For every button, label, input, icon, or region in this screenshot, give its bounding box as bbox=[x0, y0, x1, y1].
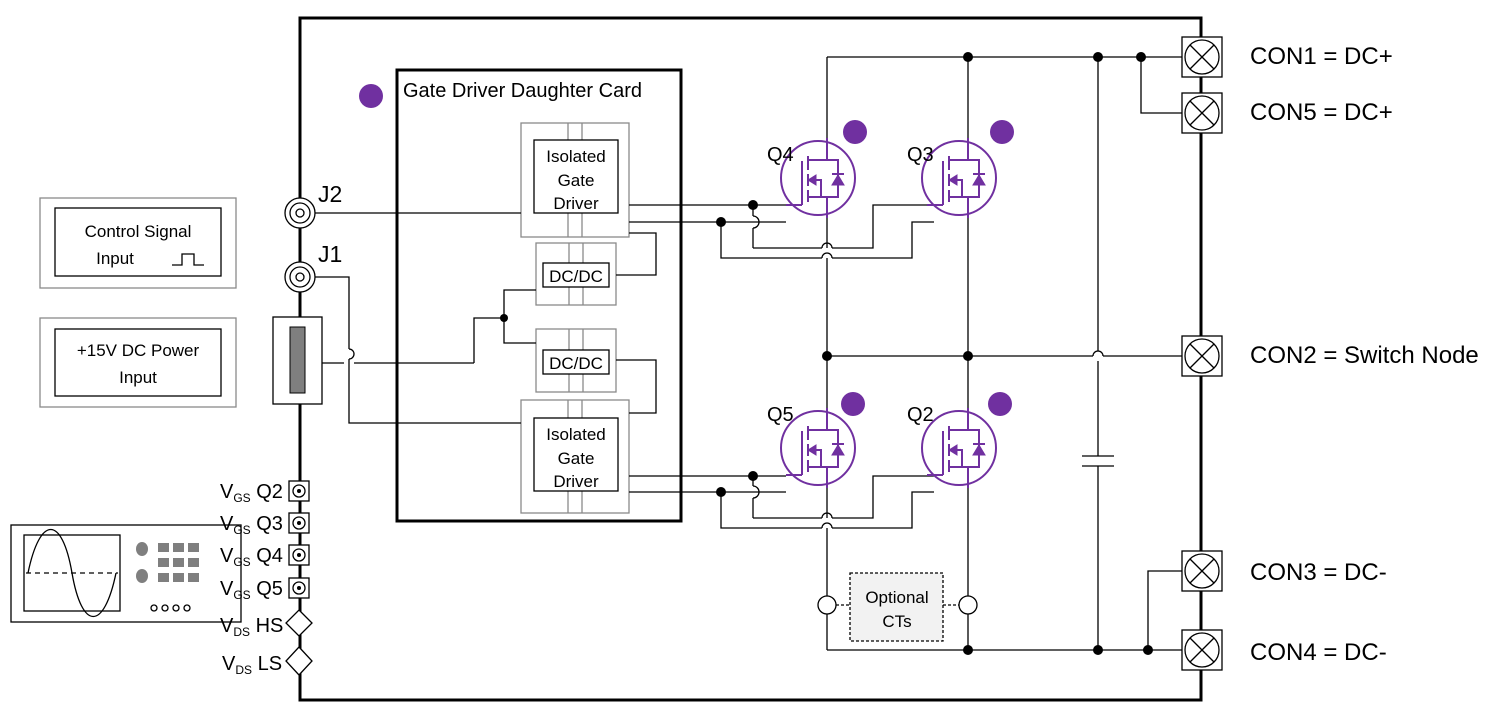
oscilloscope-icon bbox=[10, 524, 242, 623]
control-signal-line1: Control Signal bbox=[85, 222, 192, 241]
power-input-line1: +15V DC Power bbox=[77, 341, 200, 360]
marker-dot-q2 bbox=[988, 392, 1012, 416]
power-connector bbox=[272, 316, 323, 405]
connector-con5-label: CON5 = DC+ bbox=[1250, 99, 1393, 126]
daughter-card: Gate Driver Daughter Card Isolated Gate … bbox=[395, 68, 683, 523]
gate-driver-bottom-line1: Isolated bbox=[546, 425, 606, 444]
gate-driver-bottom: Isolated Gate Driver bbox=[520, 399, 630, 514]
mosfet-q5-label: Q5 bbox=[767, 404, 794, 426]
optional-cts-line1: Optional bbox=[865, 588, 928, 607]
main-board-outline bbox=[298, 16, 1203, 702]
control-signal-line2: Input bbox=[96, 249, 134, 268]
gate-driver-top-line3: Driver bbox=[553, 194, 599, 213]
connector-con2-label: CON2 = Switch Node bbox=[1250, 342, 1479, 369]
bnc-jack-j2: J2 bbox=[284, 181, 342, 229]
optional-cts-line2: CTs bbox=[882, 612, 911, 631]
jack-j1-label: J1 bbox=[318, 241, 342, 267]
test-point-vds-ls: VDS LS bbox=[222, 646, 313, 677]
jack-j2-label: J2 bbox=[318, 181, 342, 207]
svg-text:VGS Q2: VGS Q2 bbox=[220, 481, 283, 505]
gate-driver-bottom-line3: Driver bbox=[553, 472, 599, 491]
mosfet-q2-label: Q2 bbox=[907, 404, 934, 426]
mosfet-q4 bbox=[780, 138, 856, 218]
mosfet-q3-label: Q3 bbox=[907, 144, 934, 166]
test-point-vgs-q5: VGS Q5 bbox=[220, 577, 310, 602]
connector-con5: CON5 = DC+ bbox=[1181, 92, 1393, 134]
marker-dot-q4 bbox=[843, 120, 867, 144]
power-bus bbox=[822, 52, 1182, 655]
dcdc-top-label: DC/DC bbox=[549, 267, 603, 286]
mosfet-q4-label: Q4 bbox=[767, 144, 794, 166]
gate-driver-bottom-line2: Gate bbox=[558, 449, 595, 468]
input-wiring bbox=[315, 212, 521, 424]
connector-con1: CON1 = DC+ bbox=[1181, 36, 1393, 78]
connector-con3-label: CON3 = DC- bbox=[1250, 559, 1387, 586]
power-input-line2: Input bbox=[119, 368, 157, 387]
test-point-vgs-q3: VGS Q3 bbox=[220, 512, 310, 537]
svg-text:VGS Q5: VGS Q5 bbox=[220, 578, 283, 602]
connector-con4-label: CON4 = DC- bbox=[1250, 639, 1387, 666]
mosfet-q3 bbox=[921, 138, 997, 218]
dcdc-top: DC/DC bbox=[535, 242, 617, 306]
gate-driver-top-line1: Isolated bbox=[546, 147, 606, 166]
test-point-vgs-q2: VGS Q2 bbox=[220, 480, 310, 505]
card-wiring bbox=[500, 232, 657, 414]
gate-driver-top: Isolated Gate Driver bbox=[520, 122, 630, 238]
dcdc-bottom: DC/DC bbox=[535, 328, 617, 393]
marker-dot-q5 bbox=[841, 392, 865, 416]
svg-text:VDS LS: VDS LS bbox=[222, 653, 282, 677]
connector-con3: CON3 = DC- bbox=[1181, 550, 1387, 592]
connector-con1-label: CON1 = DC+ bbox=[1250, 43, 1393, 70]
dcdc-bottom-label: DC/DC bbox=[549, 354, 603, 373]
gate-wiring bbox=[629, 200, 934, 529]
optional-cts: Optional CTs bbox=[817, 572, 978, 642]
test-points: VGS Q2 VGS Q3 VGS Q4 VGS Q5 VDS HS VDS L… bbox=[220, 480, 313, 677]
gate-driver-top-line2: Gate bbox=[558, 171, 595, 190]
test-point-vds-hs: VDS HS bbox=[220, 609, 313, 639]
pulse-icon bbox=[172, 253, 204, 266]
connector-con2: CON2 = Switch Node bbox=[1181, 335, 1479, 377]
power-input-box: +15V DC Power Input bbox=[39, 317, 237, 408]
control-signal-input-box: Control Signal Input bbox=[39, 197, 237, 289]
daughter-card-outline bbox=[395, 68, 683, 523]
daughter-card-title: Gate Driver Daughter Card bbox=[403, 80, 642, 102]
mosfet-q2 bbox=[921, 408, 997, 488]
svg-text:VDS HS: VDS HS bbox=[220, 615, 283, 639]
svg-text:VGS Q4: VGS Q4 bbox=[220, 545, 283, 569]
mosfet-q5 bbox=[780, 408, 856, 488]
svg-text:VGS Q3: VGS Q3 bbox=[220, 513, 283, 537]
marker-dot-q3 bbox=[990, 120, 1014, 144]
test-point-vgs-q4: VGS Q4 bbox=[220, 544, 310, 569]
marker-dot-card bbox=[359, 84, 383, 108]
connector-con4: CON4 = DC- bbox=[1181, 629, 1387, 671]
bnc-jack-j1: J1 bbox=[284, 241, 342, 293]
